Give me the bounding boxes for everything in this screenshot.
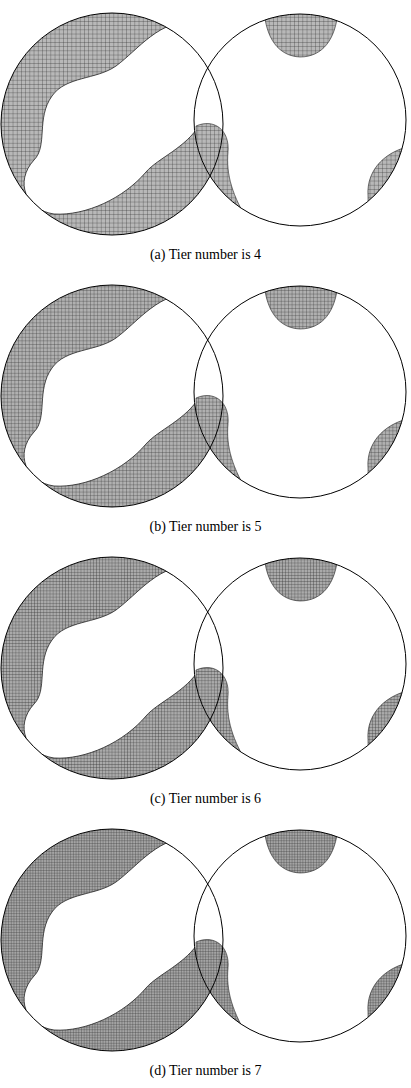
panel-caption: (c) Tier number is 6 — [0, 791, 411, 807]
rotor-mesh-panel — [1, 10, 411, 240]
rotor-mesh-panel — [1, 282, 411, 512]
panel-caption: (d) Tier number is 7 — [0, 1063, 411, 1079]
panel-caption: (a) Tier number is 4 — [0, 247, 411, 263]
panel-caption: (b) Tier number is 5 — [0, 519, 411, 535]
rotor-mesh-panel — [1, 554, 411, 784]
rotor-mesh-panel — [1, 826, 411, 1056]
